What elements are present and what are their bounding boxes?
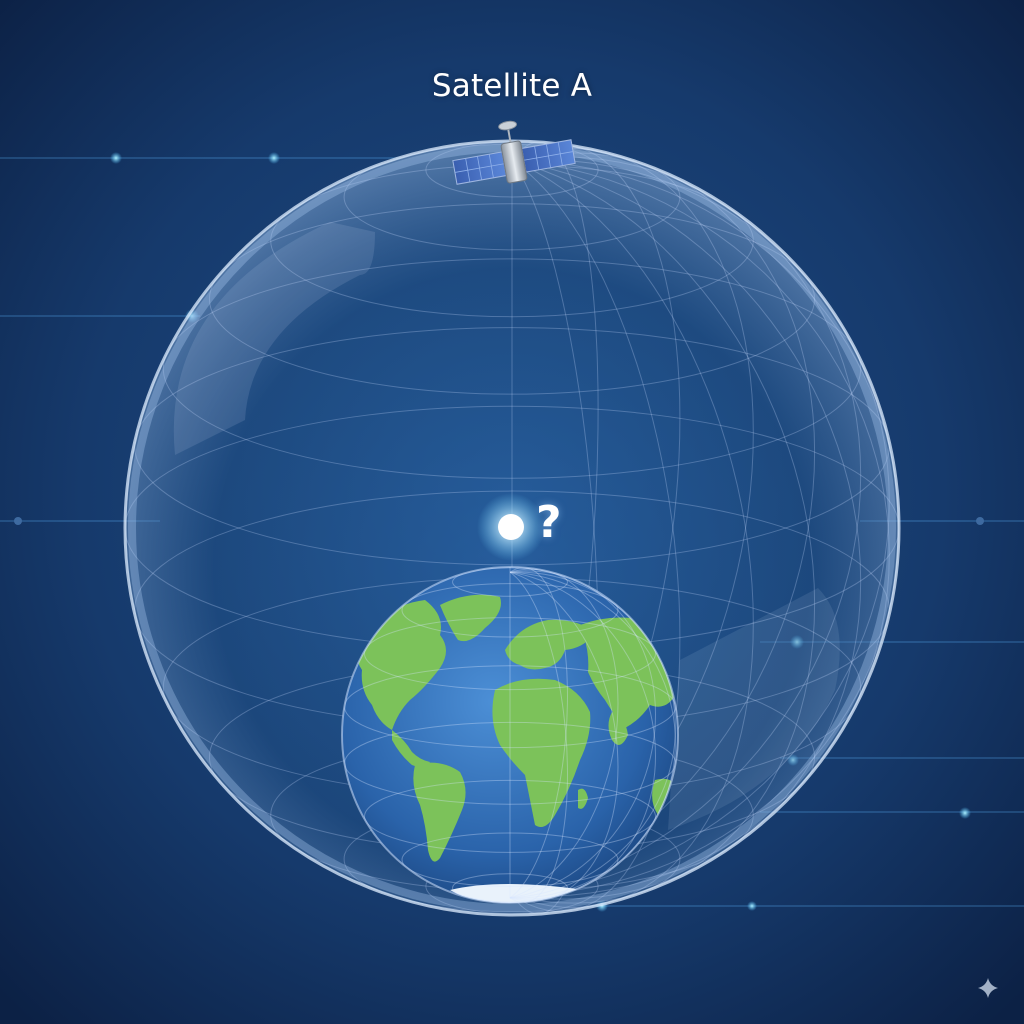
unknown-point-label: ? (536, 497, 562, 548)
satellite-icon (452, 120, 576, 185)
land-mass (392, 730, 430, 767)
background-streaks (0, 157, 1024, 907)
point-core (498, 514, 524, 540)
glow-dot (976, 517, 984, 525)
grid-longitude (509, 571, 619, 902)
grid-longitude (509, 568, 619, 899)
glow-dot (959, 807, 971, 819)
grid-latitude (364, 617, 656, 691)
grid-latitude (401, 832, 619, 887)
earth-globe-icon (341, 566, 679, 904)
glow-dot (268, 152, 280, 164)
grid-latitude (162, 258, 862, 479)
grid-longitude (509, 567, 569, 899)
grid-longitude (509, 571, 569, 903)
glow-dot (14, 517, 22, 525)
grid-latitude (208, 203, 816, 395)
glow-dot (110, 152, 122, 164)
grid-longitude (509, 571, 676, 899)
satellite-label: Satellite A (431, 68, 593, 104)
grid-longitude (511, 159, 890, 896)
grid-longitude (511, 160, 899, 896)
land-mass (413, 762, 466, 862)
land-mass (505, 619, 595, 670)
sphere-reflection (173, 222, 375, 455)
grid-latitude (364, 779, 656, 853)
grid-longitude (511, 160, 754, 909)
earth-rim (341, 566, 679, 904)
earth-land (356, 594, 678, 903)
grid-latitude (401, 583, 619, 638)
land-mass (356, 600, 446, 730)
grid-longitude (509, 571, 676, 899)
sphere-rim (123, 139, 901, 917)
grid-longitude (511, 160, 681, 912)
land-mass (608, 712, 628, 745)
sparkle-icon (978, 978, 998, 998)
unknown-point (477, 493, 545, 561)
land-mass (492, 678, 591, 828)
glow-dot (747, 901, 757, 911)
land-mass (440, 594, 501, 642)
grid-longitude (511, 160, 890, 897)
sphere-reflection (668, 588, 840, 830)
satellite-body (500, 140, 528, 184)
land-mass (578, 788, 588, 809)
